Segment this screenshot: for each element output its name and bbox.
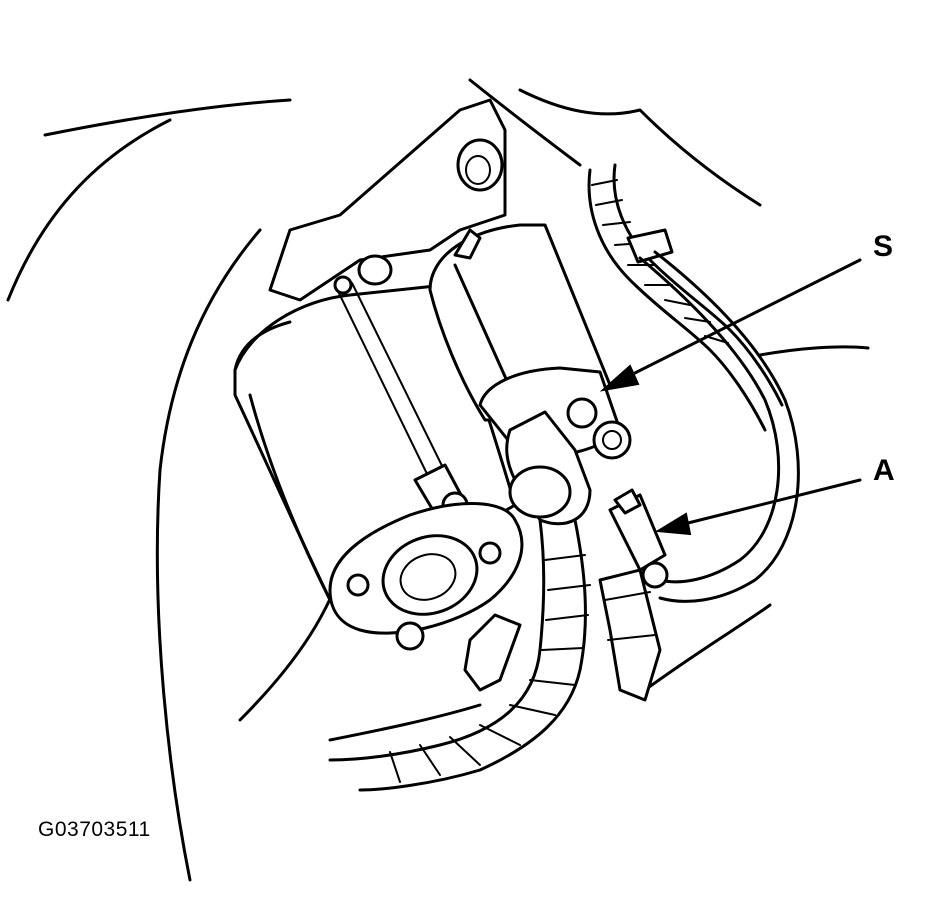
leader-line-a xyxy=(654,478,862,536)
mounting-bracket xyxy=(268,98,507,302)
callout-label-s: S xyxy=(873,230,894,263)
body-panel-lines xyxy=(6,78,870,882)
end-cap xyxy=(328,502,524,651)
callout-label-a: A xyxy=(873,454,895,487)
wire-a xyxy=(608,250,800,603)
figure-code: G03703511 xyxy=(38,818,151,841)
cable-clip xyxy=(463,568,662,702)
battery-cable xyxy=(328,518,591,792)
leader-line-s xyxy=(599,258,862,392)
terminal-boot xyxy=(505,410,592,526)
harness-upper xyxy=(587,163,784,432)
